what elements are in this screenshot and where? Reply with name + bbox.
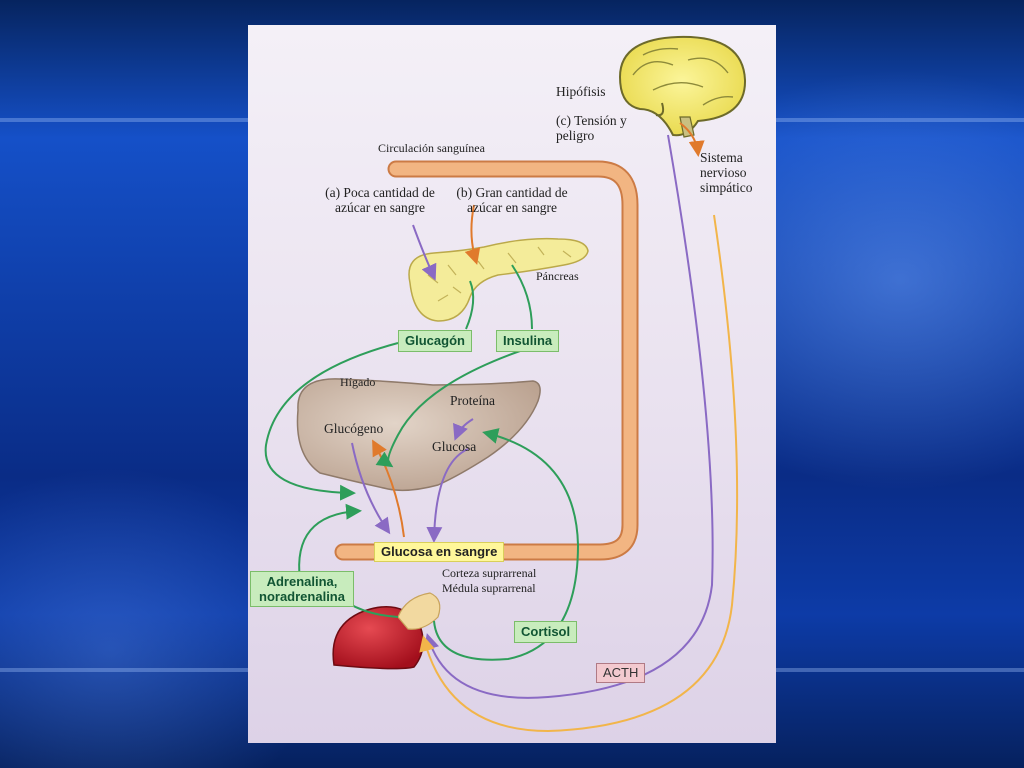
acth-box: ACTH: [596, 663, 646, 683]
cortisol-box: Cortisol: [514, 621, 578, 643]
hypophysis: [655, 102, 665, 117]
label-medula-suprarrenal: Médula suprarrenal: [442, 581, 536, 595]
label-circulacion: Circulación sanguínea: [378, 141, 485, 155]
glucagon-box: Glucagón: [398, 330, 472, 352]
label-proteina: Proteína: [450, 393, 495, 408]
glucosa-en-sangre-box: Glucosa en sangre: [374, 542, 505, 562]
blood-vessel: [334, 160, 639, 561]
label-higado: Hígado: [340, 375, 376, 389]
label-tension: (c) Tensión y peligro: [556, 113, 627, 143]
label-gran-cantidad: (b) Gran cantidad de azúcar en sangre: [456, 185, 568, 215]
label-poca-cantidad: (a) Poca cantidad de azúcar en sangre: [325, 185, 435, 215]
blood-vessel-inner: [336, 162, 637, 559]
label-pancreas: Páncreas: [536, 269, 579, 283]
diagram-panel: Hipófisis (c) Tensión y peligro Sistema …: [248, 25, 776, 743]
diagram-illustration: [264, 35, 747, 733]
label-glucogeno: Glucógeno: [324, 421, 384, 436]
label-glucosa: Glucosa: [432, 439, 477, 454]
label-hipofisis: Hipófisis: [556, 84, 606, 99]
label-sistema-nervioso: Sistema nervioso simpático: [700, 150, 753, 195]
adrenal-gland: [397, 592, 441, 630]
liver-illustration: [296, 378, 541, 492]
label-corteza-suprarrenal: Corteza suprarrenal: [442, 566, 537, 580]
adrenalina-box: Adrenalina, noradrenalina: [250, 571, 354, 607]
insulina-box: Insulina: [496, 330, 560, 352]
pancreas-illustration: [408, 237, 589, 322]
